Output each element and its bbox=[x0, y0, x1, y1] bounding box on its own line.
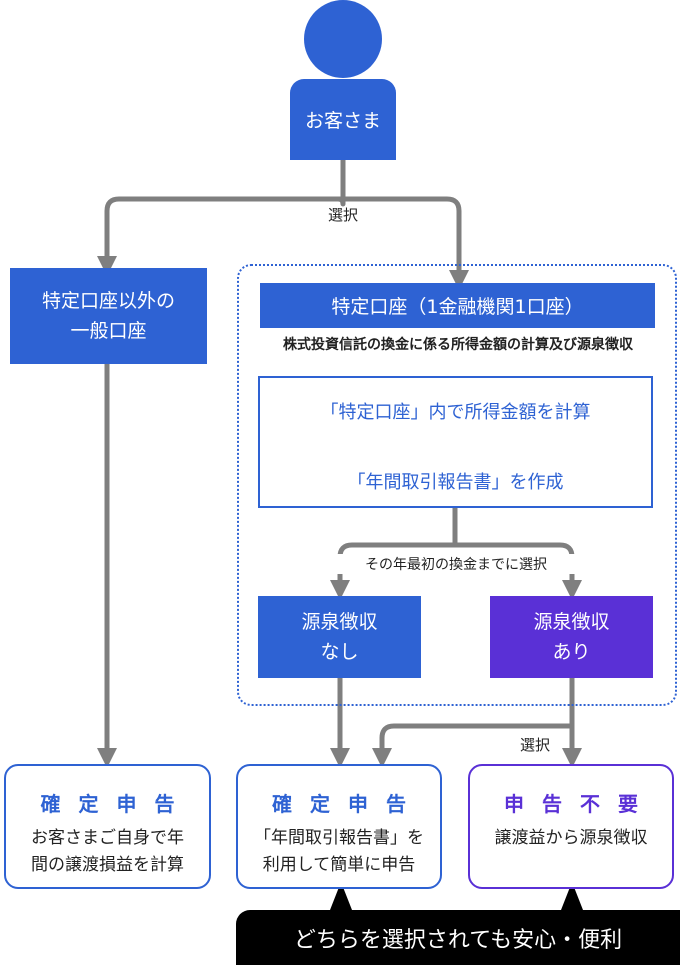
with-withholding-line1: 源泉徴収 bbox=[533, 611, 610, 633]
bottom-banner-text: どちらを選択されても安心・便利 bbox=[293, 927, 623, 953]
outcome-filing-left: 確定申告 お客さまご自身で年 間の譲渡損益を計算 bbox=[4, 764, 211, 889]
with-withholding-line2: あり bbox=[552, 641, 591, 663]
no-withholding-line1: 源泉徴収 bbox=[301, 611, 378, 633]
general-account-line2: 一般口座 bbox=[70, 320, 147, 342]
calculation-box bbox=[258, 376, 653, 508]
outcome-filing-middle-line2: 利用して簡単に申告 bbox=[262, 855, 416, 875]
banner-pointer-right bbox=[561, 882, 583, 910]
customer-box: お客さま bbox=[290, 79, 396, 160]
outcome-no-filing-title: 申告不要 bbox=[504, 792, 656, 816]
no-withholding-line2: なし bbox=[320, 641, 359, 663]
no-withholding-box: 源泉徴収 なし bbox=[258, 596, 421, 678]
split-to-specific-arrow bbox=[343, 196, 469, 290]
outcome-filing-left-title: 確定申告 bbox=[40, 792, 193, 816]
specific-account-header-label: 特定口座（1金融機関1口座） bbox=[331, 296, 584, 318]
outcome-filing-middle-title: 確定申告 bbox=[272, 792, 424, 816]
outcome-no-filing-right: 申告不要 譲渡益から源泉徴収 bbox=[468, 764, 674, 889]
specific-account-container bbox=[237, 264, 677, 706]
split-to-general-arrow bbox=[97, 196, 343, 276]
customer-avatar-head bbox=[304, 0, 382, 78]
step-create-report: 「年間取引報告書」を作成 bbox=[347, 472, 564, 493]
select-label-top: 選択 bbox=[327, 206, 358, 224]
outcome-filing-middle-line1: 「年間取引報告書」を bbox=[254, 828, 424, 848]
specific-account-subtitle: 株式投資信託の換金に係る所得金額の計算及び源泉徴収 bbox=[283, 337, 633, 353]
bottom-banner: どちらを選択されても安心・便利 bbox=[236, 910, 680, 965]
with-withholding-to-filing-arrow bbox=[372, 723, 572, 768]
select-label-middle: その年最初の換金までに選択 bbox=[336, 554, 576, 574]
outcome-no-filing-line1: 譲渡益から源泉徴収 bbox=[494, 828, 648, 848]
with-withholding-box: 源泉徴収 あり bbox=[490, 596, 653, 678]
general-account-line1: 特定口座以外の bbox=[41, 290, 175, 312]
select-label-bottom: 選択 bbox=[519, 736, 550, 754]
outcome-filing-left-line1: お客さまご自身で年 bbox=[31, 828, 184, 848]
general-account-box: 特定口座以外の 一般口座 bbox=[10, 268, 207, 364]
specific-account-header: 特定口座（1金融機関1口座） bbox=[260, 283, 655, 328]
step-calculate-income: 「特定口座」内で所得金額を計算 bbox=[320, 402, 591, 423]
customer-label: お客さま bbox=[304, 110, 381, 132]
outcome-filing-middle: 確定申告 「年間取引報告書」を 利用して簡単に申告 bbox=[236, 764, 442, 889]
outcome-filing-left-line2: 間の譲渡損益を計算 bbox=[31, 855, 184, 875]
banner-pointer-left bbox=[330, 882, 352, 910]
